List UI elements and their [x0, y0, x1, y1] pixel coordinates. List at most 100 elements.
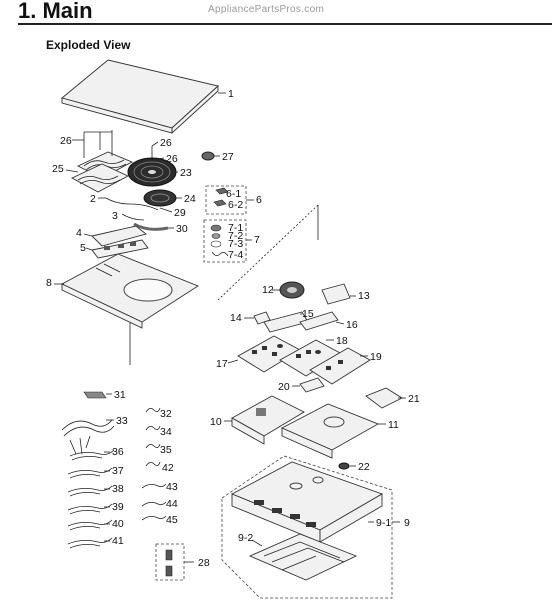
part-5-board: [91, 239, 149, 259]
callout-31: 31: [114, 389, 126, 401]
page-title: 1. Main: [18, 0, 93, 23]
callout-10: 10: [210, 416, 222, 428]
callout-22: 22: [358, 461, 370, 473]
callout-7-4: 7-4: [228, 249, 243, 261]
callout-15: 15: [302, 308, 314, 320]
callout-11: 11: [388, 419, 399, 431]
callout-28: 28: [198, 557, 210, 569]
callout-26-a: 26: [60, 135, 72, 147]
part-22: [338, 462, 350, 470]
callout-30: 30: [176, 223, 188, 235]
callout-6-2: 6-2: [228, 199, 243, 211]
callout-1: 1: [228, 88, 234, 100]
callout-39: 39: [112, 501, 124, 513]
part-11-tray: [280, 403, 380, 459]
callout-16: 16: [346, 319, 358, 331]
callout-17: 17: [216, 358, 228, 370]
callout-33: 33: [116, 415, 128, 427]
wire-harness-41: [67, 537, 113, 549]
part-9-1-case: [230, 461, 384, 543]
wire-harness-40: [67, 519, 113, 531]
part-33-harness: [61, 419, 115, 455]
part-30: [133, 222, 169, 231]
callout-26-c: 26: [166, 153, 178, 165]
callout-29: 29: [174, 207, 186, 219]
callout-45: 45: [166, 514, 178, 526]
wire-44: [141, 501, 167, 507]
part-24: [143, 189, 177, 207]
callout-7-2: 7-2: [228, 230, 243, 242]
callout-7-1: 7-1: [228, 222, 243, 234]
callout-7-3: 7-3: [228, 238, 243, 250]
section-subtitle: Exploded View: [46, 38, 131, 52]
wire-43: [141, 483, 167, 489]
wire-harness-37: [67, 467, 113, 479]
part-4: [91, 225, 147, 247]
callout-9: 9: [404, 517, 410, 529]
part-28-clips: [155, 543, 185, 581]
part-coil-small: [70, 151, 134, 193]
callout-24: 24: [184, 193, 196, 205]
callout-35: 35: [160, 444, 172, 456]
part-10-tray: [231, 395, 305, 445]
callout-3: 3: [112, 210, 118, 222]
watermark: AppliancePartsPros.com: [208, 4, 325, 15]
callout-19: 19: [370, 351, 382, 363]
callout-43: 43: [166, 481, 178, 493]
wire-32: [145, 407, 161, 413]
wire-harness-36: [69, 449, 115, 461]
wire-34: [145, 425, 161, 431]
callout-38: 38: [112, 483, 124, 495]
part-glass-top: [61, 59, 219, 135]
part-9-2-base: [248, 533, 358, 581]
part-12-fan: [279, 281, 305, 299]
part-27: [201, 151, 215, 161]
part-6-2: [213, 199, 227, 207]
callout-14: 14: [230, 312, 242, 324]
callout-2: 2: [90, 193, 96, 205]
callout-21: 21: [408, 393, 420, 405]
callout-9-2: 9-2: [238, 532, 253, 544]
callout-12: 12: [262, 284, 274, 296]
callout-20: 20: [278, 381, 290, 393]
callout-27: 27: [222, 151, 234, 163]
wire-42: [145, 461, 161, 467]
callout-40: 40: [112, 518, 124, 530]
callout-42: 42: [162, 462, 174, 474]
part-20: [299, 377, 325, 393]
callout-18: 18: [336, 335, 348, 347]
callout-23: 23: [180, 167, 192, 179]
wire-45: [141, 515, 167, 521]
part-19-board: [309, 347, 371, 385]
callout-8: 8: [46, 277, 52, 289]
callout-13: 13: [358, 290, 370, 302]
group-7: [203, 219, 247, 263]
part-3: [121, 213, 145, 221]
wire-harness-39: [67, 503, 113, 515]
callout-41: 41: [112, 535, 124, 547]
part-6-1: [215, 187, 229, 195]
part-sensor-2: [105, 197, 159, 211]
callout-5: 5: [80, 242, 86, 254]
part-8-frame: [61, 253, 199, 329]
part-31: [83, 391, 107, 399]
callout-34: 34: [160, 426, 172, 438]
part-13: [321, 283, 351, 305]
callout-25: 25: [52, 163, 64, 175]
callout-6: 6: [256, 194, 262, 206]
part-21: [365, 387, 403, 409]
callout-7: 7: [254, 234, 260, 246]
callout-9-1: 9-1: [376, 517, 391, 529]
callout-4: 4: [76, 227, 82, 239]
callout-37: 37: [112, 465, 124, 477]
guide-line: [217, 204, 319, 301]
wire-harness-38: [67, 485, 113, 497]
callout-44: 44: [166, 498, 178, 510]
callout-36: 36: [112, 446, 124, 458]
group-6: [205, 185, 247, 215]
callout-26-b: 26: [160, 137, 172, 149]
part-16: [299, 311, 339, 331]
callout-32: 32: [160, 408, 172, 420]
wire-35: [145, 443, 161, 449]
